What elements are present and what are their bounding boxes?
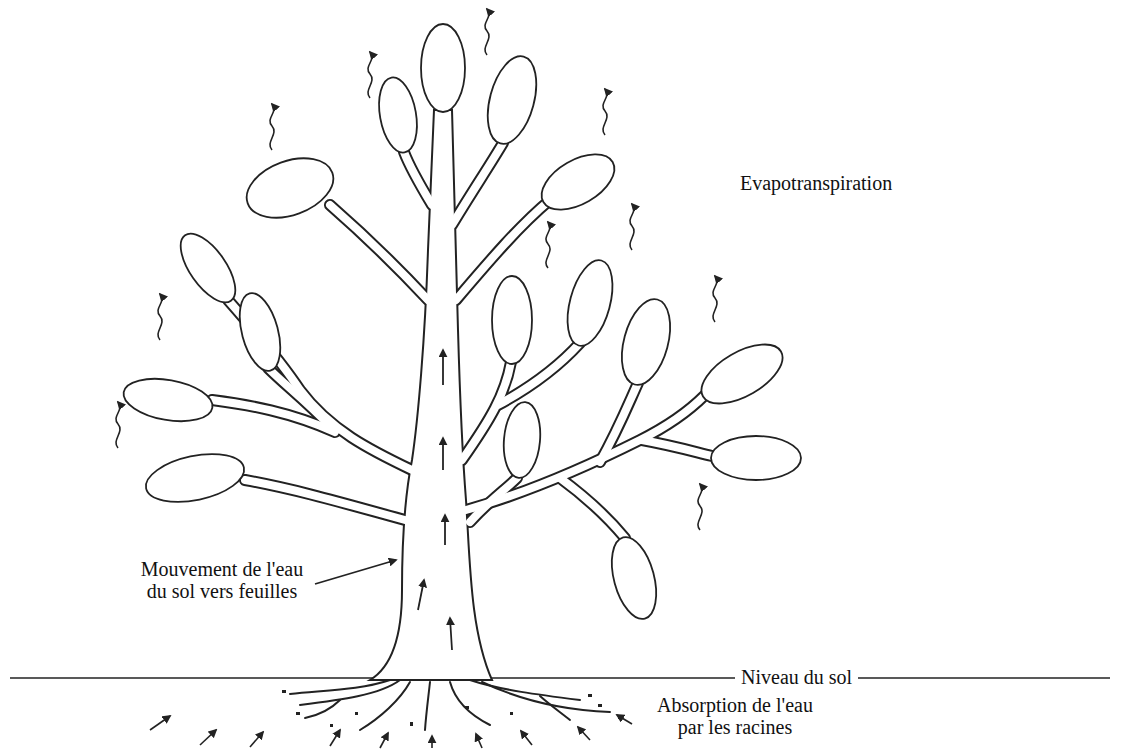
leaf <box>142 446 249 510</box>
absorption-arrow <box>250 732 263 747</box>
absorption-arrow <box>476 734 482 748</box>
soil-dot <box>510 712 513 715</box>
root <box>305 700 340 718</box>
root <box>360 682 410 730</box>
absorption-arrows <box>150 715 632 748</box>
ground-line <box>10 677 1110 679</box>
soil-dot <box>588 694 592 697</box>
leaf <box>374 74 423 155</box>
leaf <box>692 332 792 415</box>
absorption-arrow <box>617 715 632 724</box>
vapour-arrow <box>630 204 634 250</box>
absorption-arrow <box>431 736 433 748</box>
vapour-arrow <box>546 222 550 268</box>
flow-arrow <box>442 350 444 385</box>
soil-dot <box>465 706 469 709</box>
vapour-arrow <box>603 89 607 135</box>
vapour-arrow <box>713 276 717 322</box>
leaf <box>711 436 801 480</box>
vapour-arrow <box>698 484 702 530</box>
root <box>482 682 610 712</box>
soil-dot <box>598 704 602 707</box>
leaf <box>501 401 543 480</box>
leaf <box>479 51 545 149</box>
label-text: Mouvement de l'eau du sol vers feuilles <box>132 558 312 602</box>
label-text: Niveau du sol <box>735 666 858 688</box>
absorption-arrow <box>150 716 170 730</box>
sap-flow-arrows <box>315 350 452 650</box>
leaf <box>170 225 245 311</box>
absorption-arrow <box>330 730 340 746</box>
leaf <box>120 372 216 427</box>
leaf <box>559 255 620 350</box>
vapour-arrow <box>270 104 274 150</box>
root <box>450 682 490 725</box>
soil-dot <box>410 722 413 726</box>
evaporation-arrows <box>116 9 717 530</box>
leaf <box>238 147 341 229</box>
label-text: Absorption de l'eau par les racines <box>643 694 828 738</box>
leaf <box>232 289 287 376</box>
flow-arrow <box>418 580 424 610</box>
leaf <box>604 532 664 623</box>
soil-dot <box>282 690 286 693</box>
roots <box>290 680 610 730</box>
leaves <box>120 24 801 624</box>
soil-dot <box>355 712 358 715</box>
flow-arrow <box>450 618 452 650</box>
leaf <box>421 24 465 112</box>
label-text: Evapotranspiration <box>740 172 892 194</box>
absorption-arrow <box>578 727 590 740</box>
flow-arrow <box>444 515 446 545</box>
absorption-arrow <box>380 733 388 748</box>
vapour-arrow <box>485 9 489 55</box>
absorption-arrow <box>521 731 532 745</box>
leaf <box>532 143 623 221</box>
soil-particles <box>282 690 621 727</box>
vapour-arrow <box>158 294 162 340</box>
root <box>540 696 570 720</box>
root <box>290 680 390 694</box>
leaf <box>613 294 678 390</box>
soil-dot <box>296 712 300 715</box>
branch-fill <box>212 143 712 538</box>
vapour-arrow <box>116 402 120 448</box>
leader-arrow <box>315 560 396 584</box>
soil-dot <box>330 724 333 727</box>
vapour-arrow <box>368 52 372 98</box>
flow-arrow <box>442 438 444 470</box>
root <box>425 682 430 730</box>
leaf <box>492 276 532 364</box>
absorption-arrow <box>200 730 216 745</box>
